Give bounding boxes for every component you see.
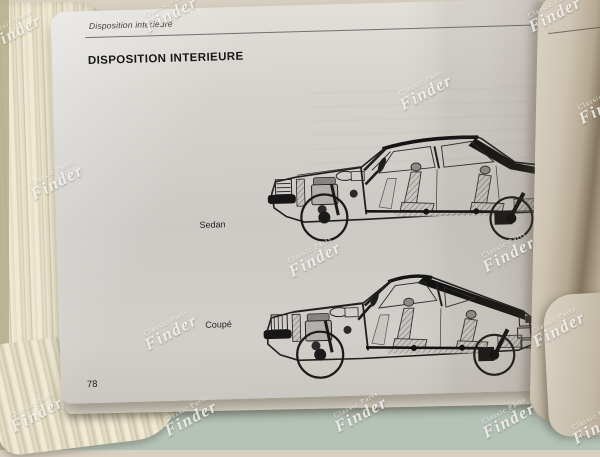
sedan-cutaway-illustration	[267, 135, 571, 242]
right-page-bottom-corner	[542, 292, 600, 438]
figure-label-coupe: Coupé	[205, 319, 232, 330]
coupe-cutaway-illustration	[263, 274, 541, 379]
running-header: Disposition intérieure	[88, 18, 173, 32]
section-title: DISPOSITION INTERIEURE	[87, 50, 244, 68]
figure-label-sedan: Sedan	[199, 219, 226, 230]
manual-left-page: Disposition intérieure DISPOSITION INTER…	[50, 0, 571, 404]
page-number: 78	[86, 378, 98, 391]
book-cover-edge	[0, 0, 9, 450]
